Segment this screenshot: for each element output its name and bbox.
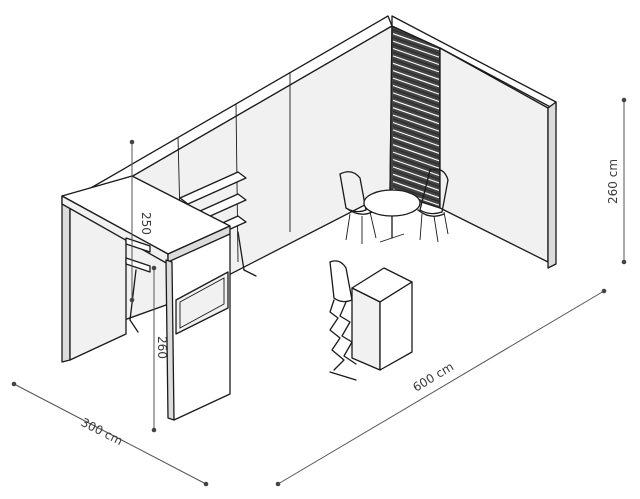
slat-stripe [392, 107, 440, 125]
reception-counter [351, 267, 413, 371]
dimension-ceiling [129, 139, 135, 303]
slat-stripe [392, 118, 440, 136]
bar-stool [329, 260, 357, 381]
label-length: 600 cm [410, 359, 456, 394]
slat-stripe [392, 173, 440, 191]
slat-stripe [392, 177, 440, 195]
slat-wall-panel [389, 25, 441, 209]
slat-stripe [392, 129, 440, 147]
slat-stripe [392, 36, 440, 54]
slat-stripe [392, 151, 440, 169]
label-front-height: 260 [155, 336, 169, 359]
slat-stripe [392, 162, 440, 180]
slat-stripe [392, 55, 440, 73]
table-with-chairs [339, 168, 449, 244]
slat-stripe [392, 92, 440, 110]
slat-stripe [392, 166, 440, 184]
slat-stripe [392, 70, 440, 88]
front-column [165, 233, 231, 421]
slat-stripe [392, 140, 440, 158]
slat-stripe [392, 81, 440, 99]
dimension-depth [11, 381, 209, 487]
slat-stripe [392, 40, 440, 58]
slat-stripe [392, 51, 440, 69]
slat-stripe [392, 77, 440, 95]
dimension-length [275, 288, 607, 487]
slat-stripe [392, 73, 440, 91]
slat-stripe [392, 84, 440, 103]
slat-stripe [392, 59, 440, 77]
slat-stripe [392, 110, 440, 128]
dimension-height-right [621, 97, 627, 265]
right-wall [391, 15, 557, 269]
slat-stripe [392, 44, 440, 62]
label-height: 260 cm [606, 159, 620, 204]
slat-stripe [392, 181, 440, 199]
slat-stripe [392, 88, 440, 106]
slat-stripe [392, 170, 440, 188]
slat-stripe [392, 114, 440, 132]
slat-stripe [392, 96, 440, 114]
slat-stripe [392, 133, 440, 151]
slat-stripe [392, 103, 440, 121]
slat-stripe [392, 147, 440, 165]
dimension-front-column [151, 265, 157, 433]
slat-stripe [392, 47, 440, 66]
slat-stripe [392, 62, 440, 80]
slat-stripe [392, 121, 440, 140]
slat-stripe [392, 158, 440, 177]
slat-stripe [392, 136, 440, 154]
slat-stripe [392, 33, 440, 51]
slat-stripe [392, 144, 440, 162]
label-ceiling-height: 250 [139, 212, 153, 235]
label-depth: 300 cm [79, 415, 125, 448]
slat-stripe [392, 125, 440, 143]
slat-stripe [392, 99, 440, 117]
slat-stripe [392, 66, 440, 84]
slat-stripe [392, 184, 440, 202]
